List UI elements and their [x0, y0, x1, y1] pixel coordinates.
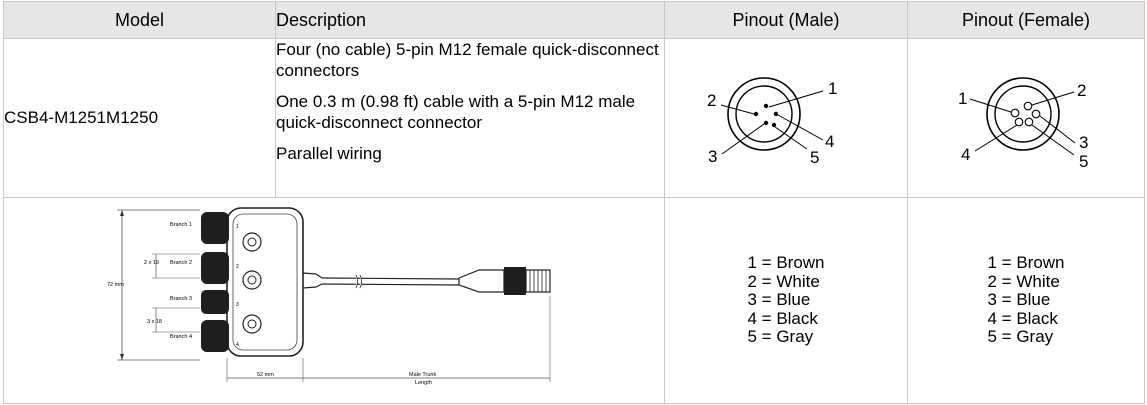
dim-width-label: 52 mm [257, 372, 274, 378]
female-pin-3-label: 3 [1079, 133, 1088, 152]
branch-label: Branch 2 [170, 260, 192, 266]
wire-color-item: 5 = Gray [987, 327, 1054, 346]
wire-color-item: 3 = Blue [987, 290, 1051, 309]
wire-color-item: 4 = Black [747, 308, 818, 328]
drawing-row: 72 mm 2 x 19 3 x 18 1 [3, 197, 1145, 404]
dimension-drawing: 72 mm 2 x 19 3 x 18 1 [107, 207, 551, 386]
male-pin-3-label: 3 [708, 147, 717, 166]
header-model: Model [3, 1, 276, 39]
trunk-length-label: Length [415, 380, 432, 386]
female-pin-1-label: 1 [958, 89, 967, 108]
port-number-label: 1 [236, 224, 239, 230]
description-line: One 0.3 m (0.98 ft) cable with a 5-pin M… [276, 92, 636, 132]
female-wire-colors-cell: 1 = Brown 2 = White 3 = Blue 4 = Black 5… [907, 197, 1145, 404]
model-number: CSB4-M1251M1250 [3, 38, 276, 198]
dim-pitch-bottom-label: 3 x 18 [147, 319, 162, 325]
wire-color-item: 5 = Gray [747, 327, 814, 346]
spec-table: Model Description Pinout (Male) Pinout (… [3, 1, 1145, 404]
female-pinout-cell: 1 2 3 4 5 [907, 38, 1145, 198]
male-pin-2-label: 2 [707, 91, 716, 110]
description-cell: Four (no cable) 5-pin M12 female quick-d… [275, 38, 665, 198]
female-pinout-diagram: 1 2 3 4 5 [958, 76, 1088, 171]
male-pin-4-label: 4 [825, 132, 834, 151]
trunk-length-label: Male Trunk [409, 372, 436, 378]
header-row: Model Description Pinout (Male) Pinout (… [3, 1, 1145, 39]
wire-color-item: 4 = Black [987, 308, 1058, 328]
wire-color-item: 3 = Blue [747, 290, 811, 309]
info-row: CSB4-M1251M1250 Four (no cable) 5-pin M1… [3, 38, 1145, 198]
dim-pitch-top-label: 2 x 19 [144, 260, 159, 266]
wire-color-item: 1 = Brown [747, 253, 825, 272]
branch-label: Branch 3 [170, 296, 192, 302]
male-pinout-diagram: 1 2 3 4 5 [707, 76, 837, 167]
dimension-drawing-cell: 72 mm 2 x 19 3 x 18 1 [3, 197, 665, 404]
port-number-label: 2 [236, 264, 239, 270]
female-wire-color-list: 1 = Brown 2 = White 3 = Blue 4 = Black 5… [987, 253, 1065, 347]
wire-color-item: 2 = White [987, 271, 1060, 291]
male-pin-1-label: 1 [828, 79, 837, 98]
header-description: Description [275, 1, 665, 39]
male-pin-5-label: 5 [810, 148, 819, 167]
header-pinout-female: Pinout (Female) [907, 1, 1145, 39]
port-number-label: 3 [236, 302, 239, 308]
wire-color-item: 2 = White [747, 271, 820, 291]
description-line: Four (no cable) 5-pin M12 female quick-d… [276, 40, 659, 80]
description-line: Parallel wiring [276, 144, 382, 163]
male-wire-colors-cell: 1 = Brown 2 = White 3 = Blue 4 = Black 5… [664, 197, 908, 404]
male-wire-color-list: 1 = Brown 2 = White 3 = Blue 4 = Black 5… [747, 253, 825, 347]
branch-label: Branch 4 [170, 334, 192, 340]
female-pin-2-label: 2 [1077, 81, 1086, 100]
branch-label: Branch 1 [170, 222, 192, 228]
female-pin-5-label: 5 [1079, 152, 1088, 171]
female-pin-4-label: 4 [961, 145, 970, 164]
wire-color-item: 1 = Brown [987, 253, 1065, 272]
male-pinout-cell: 1 2 3 4 5 [664, 38, 908, 198]
dim-height-label: 72 mm [107, 282, 124, 288]
header-pinout-male: Pinout (Male) [664, 1, 908, 39]
port-number-label: 4 [236, 342, 239, 348]
